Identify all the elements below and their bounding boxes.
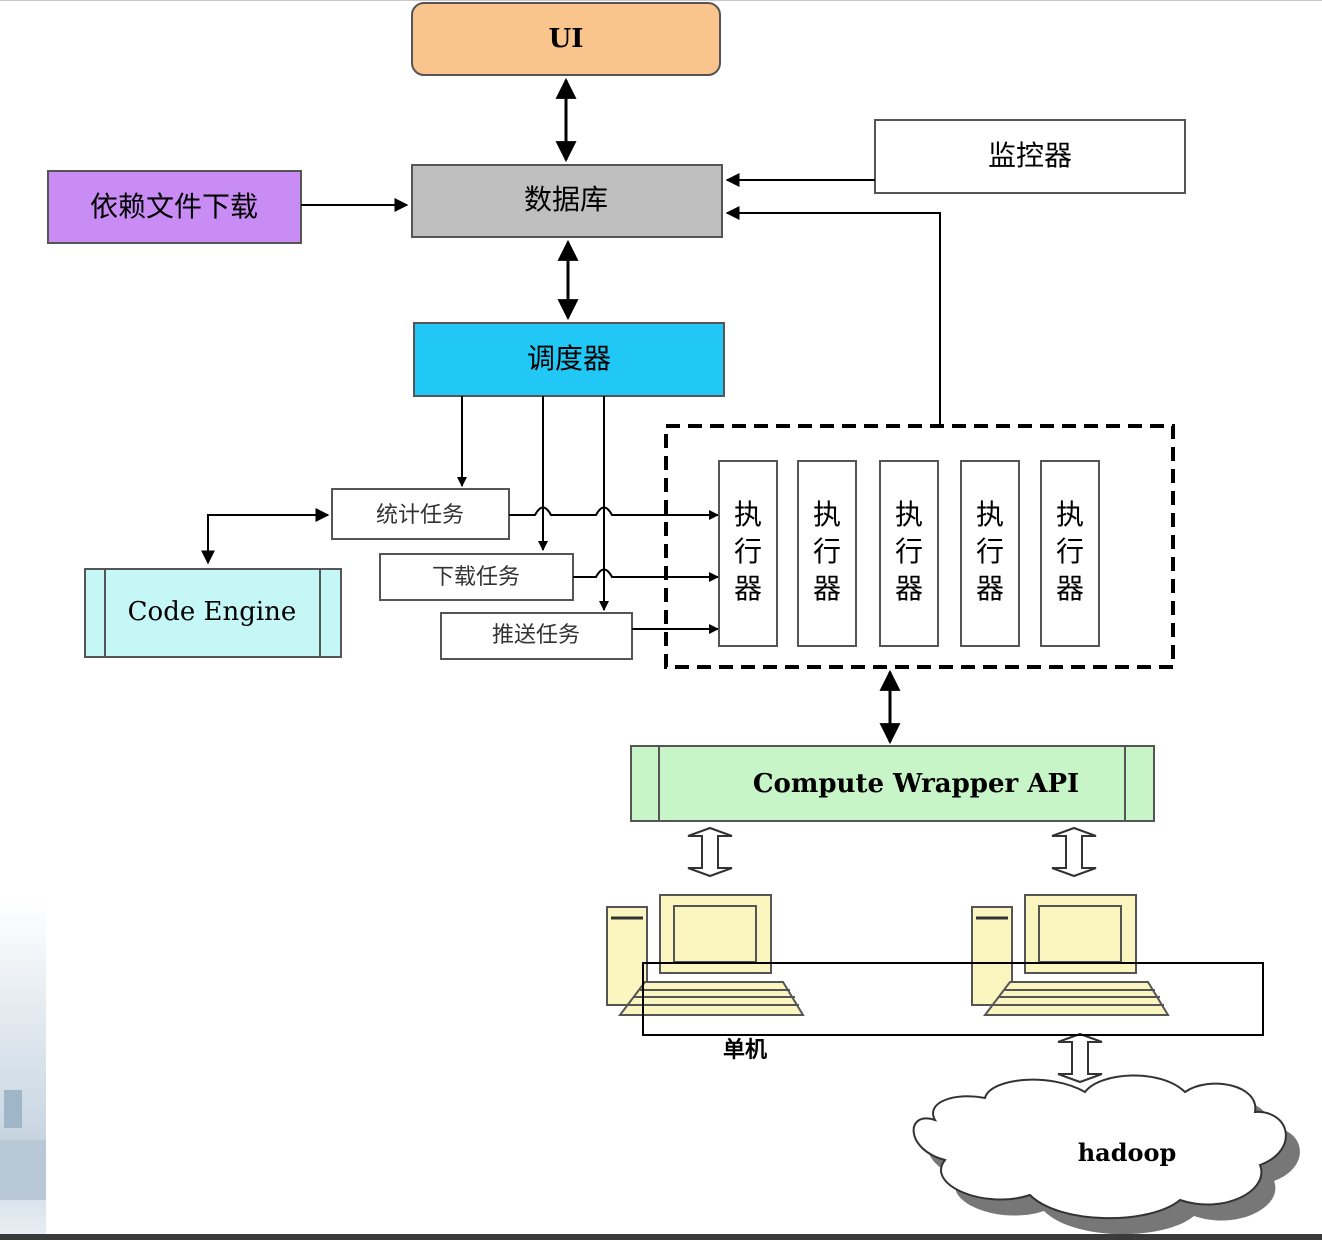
svg-text:执: 执: [895, 498, 923, 531]
monitor-node: 监控器: [874, 119, 1186, 194]
executor-db-arrow: [725, 206, 941, 425]
compute-wrapper-label: Compute Wrapper API: [753, 769, 1079, 799]
executor-node: 执 行 器: [960, 460, 1020, 647]
push-task-label: 推送任务: [492, 623, 580, 648]
stats-task-node: 统计任务: [331, 488, 510, 540]
dependency-download-node: 依赖文件下载: [47, 170, 302, 244]
svg-text:行: 行: [734, 535, 762, 568]
stats-executor-arrow: [509, 506, 719, 520]
svg-text:执: 执: [1056, 498, 1084, 531]
cluster-computer-icon: [971, 894, 1170, 1016]
svg-text:器: 器: [1056, 572, 1084, 605]
svg-text:行: 行: [1056, 535, 1084, 568]
background-decoration: [0, 900, 46, 1234]
code-engine-label: Code Engine: [128, 597, 297, 627]
monitor-label: 监控器: [988, 139, 1072, 172]
svg-text:器: 器: [734, 572, 762, 605]
code-engine-node: Code Engine: [84, 568, 342, 658]
executors: 执 行 器 执 行 器 执 行 器 执 行 器 执 行 器: [718, 460, 1100, 647]
executor-node: 执 行 器: [718, 460, 778, 647]
dependency-download-label: 依赖文件下载: [90, 190, 258, 223]
svg-text:执: 执: [813, 498, 841, 531]
database-label: 数据库: [524, 183, 608, 216]
download-task-label: 下载任务: [432, 565, 520, 590]
stats-task-label: 统计任务: [376, 503, 464, 528]
svg-text:器: 器: [976, 572, 1004, 605]
bottom-border: [0, 1234, 1322, 1240]
hadoop-label: hadoop: [1078, 1138, 1177, 1167]
svg-text:执: 执: [734, 498, 762, 531]
svg-text:器: 器: [813, 572, 841, 605]
stats-codeengine-arrow: [201, 508, 330, 565]
executor-group: [664, 424, 1175, 669]
database-node: 数据库: [411, 164, 723, 238]
standalone-computer-icon: [606, 894, 805, 1016]
ui-node: UI: [411, 2, 721, 76]
download-task-node: 下载任务: [379, 553, 574, 601]
scheduler-node: 调度器: [413, 322, 725, 397]
svg-text:器: 器: [895, 572, 923, 605]
scheduler-label: 调度器: [527, 342, 611, 375]
wrapper-cluster-arrow: [1051, 826, 1097, 878]
svg-text:行: 行: [976, 535, 1004, 568]
svg-text:行: 行: [895, 535, 923, 568]
top-border: [0, 0, 1322, 1]
ui-label: UI: [549, 24, 584, 54]
download-executor-arrow: [573, 568, 719, 582]
wrapper-standalone-arrow: [687, 826, 733, 878]
hadoop-cloud-icon: hadoop: [912, 1074, 1300, 1235]
svg-text:执: 执: [976, 498, 1004, 531]
executor-node: 执 行 器: [879, 460, 939, 647]
executor-node: 执 行 器: [797, 460, 857, 647]
standalone-label: 单机: [723, 1037, 767, 1063]
computer-group-outline: [642, 962, 1264, 1036]
cluster-hadoop-arrow: [1057, 1032, 1103, 1084]
push-task-node: 推送任务: [440, 612, 633, 660]
executor-node: 执 行 器: [1040, 460, 1100, 647]
compute-wrapper-node: Compute Wrapper API: [630, 745, 1155, 822]
svg-text:行: 行: [813, 535, 841, 568]
